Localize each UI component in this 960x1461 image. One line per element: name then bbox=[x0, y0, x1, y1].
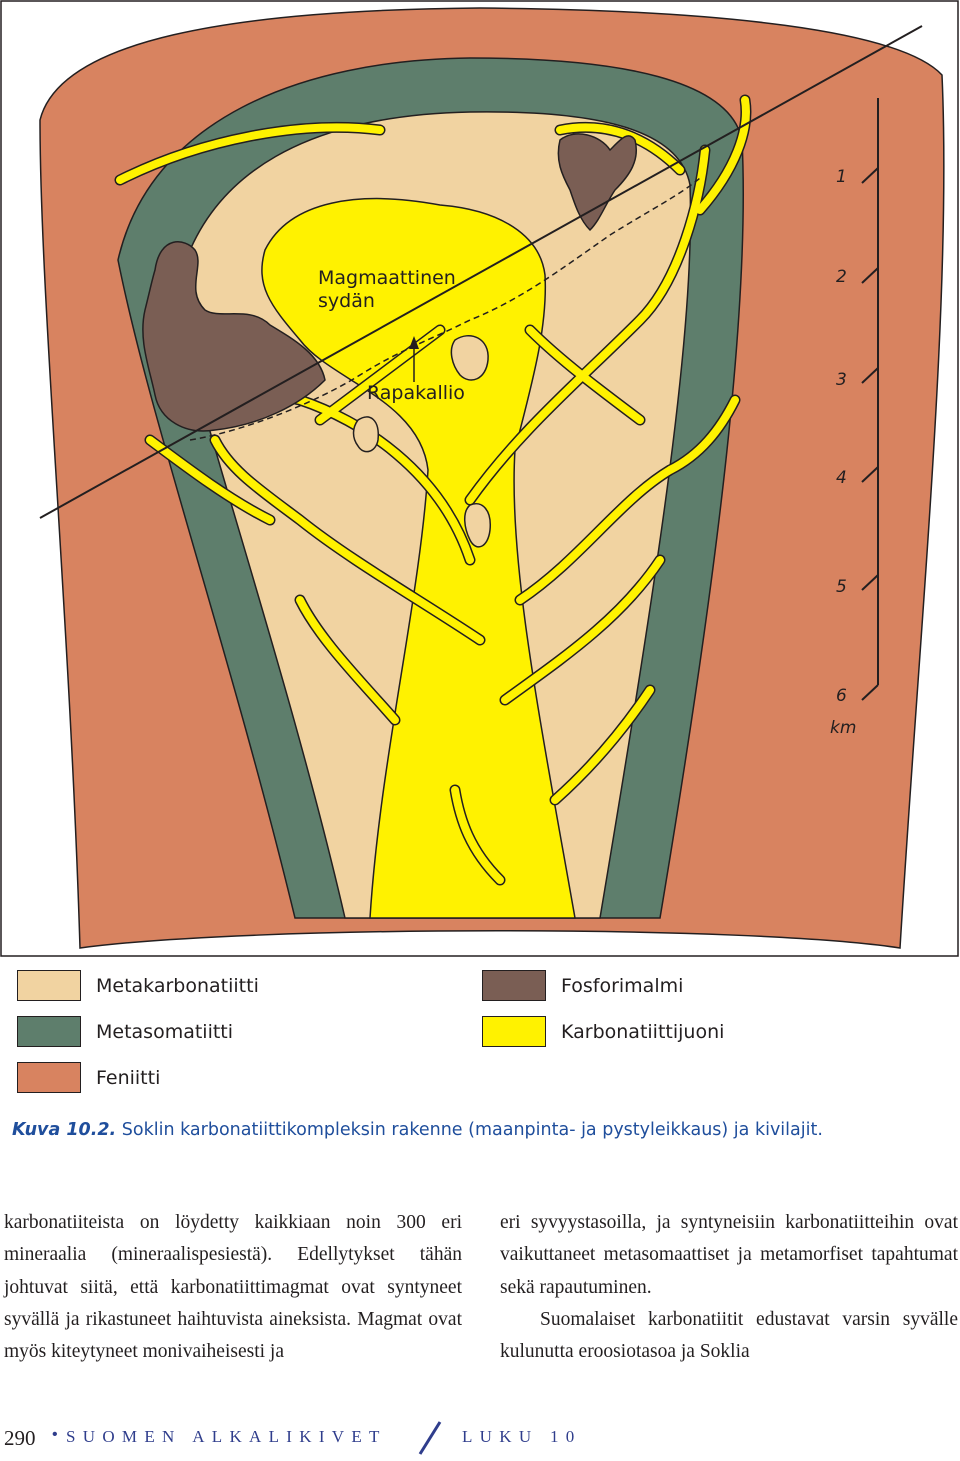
legend-metasomatiitti: Metasomatiitti bbox=[17, 1016, 233, 1047]
depth-scale-bar bbox=[861, 98, 879, 701]
legend-swatch-feniitti bbox=[17, 1062, 81, 1093]
core-label: Magmaattinen sydän bbox=[318, 267, 456, 312]
figure-number: Kuva 10.2. bbox=[12, 1120, 117, 1140]
legend-fosforimalmi: Fosforimalmi bbox=[482, 970, 683, 1001]
depth-tick-6: 6 bbox=[836, 686, 847, 706]
legend-label-metakarbonatiitti: Metakarbonatiitti bbox=[96, 974, 259, 997]
chapter-label: LUKU 10 bbox=[462, 1427, 582, 1446]
legend-label-feniitti: Feniitti bbox=[96, 1066, 161, 1089]
rapakallio-pointer-arrowhead bbox=[409, 336, 419, 349]
depth-unit-km: km bbox=[830, 718, 857, 738]
body-text-left-column: karbonatiiteista on löydetty kaikkiaan n… bbox=[4, 1207, 462, 1368]
legend-label-karbonatiittijuoni: Karbonatiittijuoni bbox=[561, 1020, 725, 1043]
footer-slash-icon bbox=[418, 1421, 442, 1455]
karbonatiittijuoni-dikes bbox=[114, 94, 752, 886]
legend-feniitti: Feniitti bbox=[17, 1062, 160, 1093]
legend-karbonatiittijuoni: Karbonatiittijuoni bbox=[482, 1016, 724, 1047]
legend-swatch-metasomatiitti bbox=[17, 1016, 81, 1047]
depth-tick-1: 1 bbox=[836, 167, 847, 187]
figure-frame bbox=[0, 0, 959, 957]
body-paragraph-right-2: Suomalaiset karbonatiitit edustavat vars… bbox=[500, 1308, 958, 1363]
legend-swatch-fosforimalmi bbox=[482, 970, 546, 1001]
book-title: SUOMEN ALKALIKIVET bbox=[66, 1427, 387, 1446]
surface-profile-line bbox=[189, 177, 701, 441]
page-number: 290 bbox=[4, 1426, 36, 1450]
magmatic-core bbox=[261, 197, 576, 919]
footer-bullet-icon: • bbox=[52, 1426, 58, 1443]
section-line bbox=[39, 25, 923, 519]
body-paragraph-right-1: eri syvyystasoilla, ja syntyneisiin karb… bbox=[500, 1212, 958, 1298]
rapakallio-label: Rapakallio bbox=[367, 382, 465, 404]
body-text-right-column: eri syvyystasoilla, ja syntyneisiin karb… bbox=[500, 1207, 958, 1368]
body-paragraph-left: karbonatiiteista on löydetty kaikkiaan n… bbox=[4, 1212, 462, 1363]
depth-tick-3: 3 bbox=[836, 370, 847, 390]
legend-label-fosforimalmi: Fosforimalmi bbox=[561, 974, 684, 997]
depth-tick-5: 5 bbox=[836, 577, 847, 597]
depth-tick-4: 4 bbox=[836, 468, 847, 488]
legend-swatch-karbonatiittijuoni bbox=[482, 1016, 546, 1047]
depth-tick-2: 2 bbox=[836, 267, 847, 287]
legend-swatch-metakarbonatiitti bbox=[17, 970, 81, 1001]
fosforimalmi-right bbox=[557, 133, 637, 232]
figure-caption-text: Soklin karbonatiittikompleksin rakenne (… bbox=[121, 1120, 823, 1140]
figure-caption: Kuva 10.2. Soklin karbonatiittikompleksi… bbox=[12, 1120, 823, 1140]
legend-metakarbonatiitti: Metakarbonatiitti bbox=[17, 970, 259, 1001]
legend-label-metasomatiitti: Metasomatiitti bbox=[96, 1020, 234, 1043]
page-footer: 290 • SUOMEN ALKALIKIVET LUKU 10 bbox=[4, 1420, 704, 1456]
geologic-cross-section-diagram bbox=[0, 0, 959, 957]
metakarbonatiitti-inclusions bbox=[352, 335, 491, 548]
